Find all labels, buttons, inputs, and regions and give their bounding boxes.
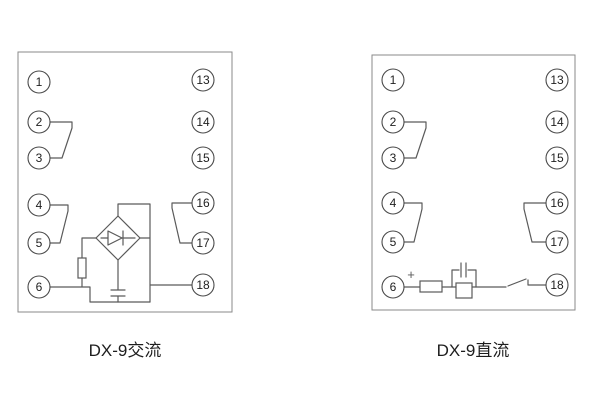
- terminal-1-label: 1: [36, 75, 43, 89]
- wiring-terminal-6: [49, 237, 151, 303]
- terminal-18: 18: [545, 273, 569, 297]
- terminal-2: 2: [27, 110, 51, 134]
- terminal-14: 14: [191, 110, 215, 134]
- terminal-4-label: 4: [390, 196, 397, 210]
- terminal-6: 6: [381, 275, 405, 299]
- series-resistor-icon: [419, 280, 443, 293]
- terminal-5-label: 5: [36, 236, 43, 250]
- terminal-17-label: 17: [196, 236, 210, 250]
- capacitor-icon: [110, 259, 126, 303]
- terminal-15: 15: [191, 146, 215, 170]
- contact-16-17-icon: [171, 202, 193, 244]
- coil-icon: [455, 282, 473, 299]
- terminal-14: 14: [545, 110, 569, 134]
- terminal-14-label: 14: [196, 115, 210, 129]
- terminal-15: 15: [545, 146, 569, 170]
- terminal-4: 4: [27, 193, 51, 217]
- terminal-2-label: 2: [36, 115, 43, 129]
- polarity-plus-label: +: [407, 267, 415, 282]
- terminal-13-label: 13: [550, 73, 564, 87]
- relay-outline: [371, 54, 576, 311]
- caption-ac: DX-9交流: [89, 341, 162, 360]
- terminal-16-label: 16: [550, 196, 564, 210]
- terminal-18-label: 18: [196, 278, 210, 292]
- diagram-ac: 1 2 3 4 5 6 13 14 15 16 17 18 DX-9交流: [17, 51, 233, 360]
- terminal-14-label: 14: [550, 115, 564, 129]
- terminal-5: 5: [381, 230, 405, 254]
- terminal-13-label: 13: [196, 73, 210, 87]
- terminal-1: 1: [27, 70, 51, 94]
- terminal-16: 16: [545, 191, 569, 215]
- contact-4-5-icon: [49, 204, 69, 244]
- diode-icon: [100, 230, 136, 246]
- terminal-1-label: 1: [390, 73, 397, 87]
- terminal-16-label: 16: [196, 196, 210, 210]
- terminal-3: 3: [381, 146, 405, 170]
- terminal-2-label: 2: [390, 115, 397, 129]
- terminal-13: 13: [545, 68, 569, 92]
- terminal-17: 17: [545, 230, 569, 254]
- terminal-18: 18: [191, 273, 215, 297]
- terminal-3-label: 3: [36, 151, 43, 165]
- parallel-capacitor-icon: [451, 262, 477, 288]
- terminal-4-label: 4: [36, 198, 43, 212]
- terminal-6: 6: [27, 275, 51, 299]
- output-contact-18-icon: [507, 278, 547, 287]
- terminal-16: 16: [191, 191, 215, 215]
- terminal-5-label: 5: [390, 235, 397, 249]
- terminal-2: 2: [381, 110, 405, 134]
- contact-2-3-icon: [49, 121, 73, 159]
- terminal-5: 5: [27, 231, 51, 255]
- contact-2-3-icon: [403, 121, 427, 159]
- contact-16-17-icon: [523, 202, 547, 243]
- wiring-terminal-18: [117, 203, 193, 303]
- terminal-3-label: 3: [390, 151, 397, 165]
- terminal-15-label: 15: [550, 151, 564, 165]
- terminal-6-label: 6: [390, 280, 397, 294]
- resistor-icon: [77, 257, 87, 279]
- contact-4-5-icon: [403, 202, 423, 243]
- terminal-17-label: 17: [550, 235, 564, 249]
- terminal-17: 17: [191, 231, 215, 255]
- diagram-dc: + 1 2 3 4 5 6 13 14 15 16 17 18 DX-9直流: [371, 54, 576, 360]
- relay-outline: [17, 51, 233, 313]
- terminal-4: 4: [381, 191, 405, 215]
- terminal-3: 3: [27, 146, 51, 170]
- terminal-18-label: 18: [550, 278, 564, 292]
- caption-dc: DX-9直流: [437, 341, 510, 360]
- terminal-6-label: 6: [36, 280, 43, 294]
- terminal-1: 1: [381, 68, 405, 92]
- terminal-15-label: 15: [196, 151, 210, 165]
- terminal-13: 13: [191, 68, 215, 92]
